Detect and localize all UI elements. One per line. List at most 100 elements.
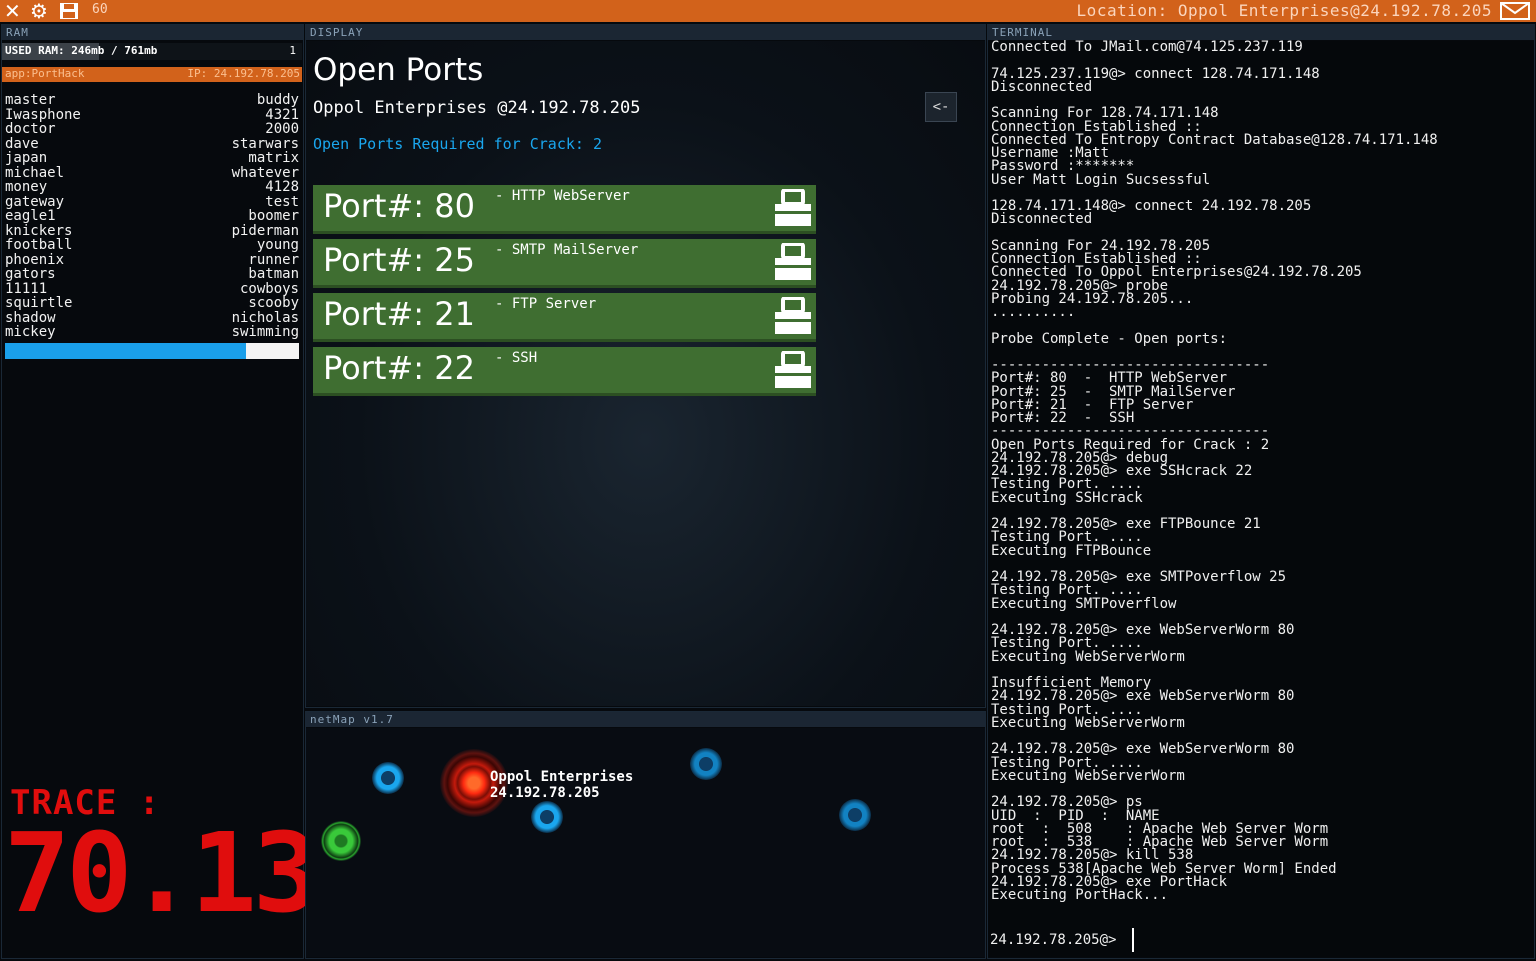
password-left: gateway (5, 193, 65, 210)
app-ip: IP: 24.192.78.205 (187, 67, 300, 80)
display-panel (305, 24, 986, 708)
terminal-line: Probing 24.192.78.205... (991, 290, 1194, 307)
terminal-line: 24.192.78.205@> kill 538 (991, 847, 1194, 864)
password-right: swimming (231, 324, 299, 340)
display-title: Open Ports (313, 52, 484, 88)
crack-progress-bar (5, 343, 299, 359)
port-row[interactable]: Port#: 80- HTTP WebServer (313, 185, 816, 234)
password-left: michael (5, 164, 65, 181)
netmap-node[interactable] (531, 801, 563, 833)
terminal-line: 24.192.78.205@> exe SSHcrack 22 (991, 463, 1253, 479)
gear-icon[interactable]: ⚙ (30, 0, 48, 23)
terminal-line: Connected To Entropy Contract Database@1… (991, 131, 1438, 148)
password-left: dave (5, 135, 39, 152)
terminal-line: --------------------------------- (991, 357, 1270, 373)
terminal-line: Port#: 21 - FTP Server (991, 396, 1194, 413)
password-row: gators batman (5, 267, 299, 282)
netmap-panel (305, 711, 986, 959)
port-row[interactable]: Port#: 22- SSH (313, 347, 816, 396)
netmap-area (306, 728, 985, 957)
terminal-line: 24.192.78.205@> exe FTPBounce 21 (991, 516, 1261, 532)
terminal-header: TERMINAL (988, 25, 1534, 40)
password-left: squirtle (5, 295, 73, 311)
terminal-line: root : 538 : Apache Web Server Worm (991, 834, 1329, 850)
password-right: nicholas (231, 309, 299, 326)
terminal-line: Executing FTPBounce (991, 542, 1152, 559)
netmap-node[interactable] (690, 748, 722, 780)
port-number: Port#: 80 (323, 187, 475, 225)
password-row: mickey swimming (5, 325, 299, 340)
terminal-line: .......... (991, 304, 1076, 320)
password-right: test (265, 193, 299, 210)
port-number: Port#: 21 (323, 295, 475, 333)
terminal-line: 74.125.237.119@> connect 128.74.171.148 (991, 65, 1320, 82)
top-bar: ✕ ⚙ 60 Location: Oppol Enterprises@24.19… (0, 0, 1536, 22)
password-left: gators (5, 266, 56, 282)
crack-progress-fill (5, 343, 247, 359)
back-button[interactable]: <- (925, 92, 957, 122)
password-left: football (5, 237, 73, 253)
netmap-target-node[interactable] (440, 749, 508, 817)
password-left: doctor (5, 121, 56, 137)
port-number: Port#: 22 (323, 349, 475, 387)
unlocked-lock-icon (775, 243, 811, 280)
mail-icon[interactable] (1500, 2, 1530, 20)
password-row: doctor 2000 (5, 122, 299, 137)
terminal-line: Testing Port. .... (991, 701, 1143, 718)
terminal-line: Executing PortHack... (991, 887, 1169, 903)
save-icon[interactable] (58, 2, 80, 20)
ram-process-count: 1 (289, 44, 296, 57)
terminal-line: 24.192.78.205@> exe PortHack (991, 873, 1228, 890)
terminal-line: Executing WebServerWorm (991, 714, 1185, 731)
terminal-line: Disconnected (991, 78, 1093, 95)
netmap-node[interactable] (839, 799, 871, 831)
trace-value: 70.13 (4, 809, 319, 937)
ports-required-label: Open Ports Required for Crack: 2 (313, 135, 602, 153)
password-left: mickey (5, 324, 56, 340)
port-row[interactable]: Port#: 21 - FTP Server (313, 293, 816, 342)
ram-usage-fill (2, 43, 99, 60)
terminal-line: Connection Established :: (991, 251, 1202, 267)
unlocked-lock-icon (775, 297, 811, 334)
display-host: Oppol Enterprises @24.192.78.205 (313, 98, 641, 118)
port-row[interactable]: Port#: 25- SMTP MailServer (313, 239, 816, 288)
terminal-line: 24.192.78.205@> exe SMTPoverflow 25 (991, 569, 1287, 585)
terminal-line: Connection Established :: (991, 118, 1202, 135)
netmap-node[interactable] (372, 762, 404, 794)
terminal-line: Port#: 80 - HTTP WebServer (991, 370, 1228, 387)
password-right: runner (248, 251, 299, 268)
terminal-panel (987, 24, 1535, 959)
terminal-line: UID : PID : NAME (991, 807, 1160, 824)
password-left: master (5, 92, 56, 108)
password-row: gateway test (5, 193, 299, 210)
password-right: 4321 (265, 106, 299, 123)
port-service: - SMTP MailServer (495, 242, 639, 258)
netmap-home-node[interactable] (318, 818, 364, 864)
password-right: batman (248, 266, 299, 282)
display-header: DISPLAY (306, 25, 985, 40)
trace-label: TRACE : (10, 783, 161, 823)
close-icon[interactable]: ✕ (4, 0, 21, 23)
terminal-line: Executing WebServerWorm (991, 648, 1185, 665)
unlocked-lock-icon (775, 189, 811, 226)
terminal-prompt[interactable]: 24.192.78.205@> (990, 932, 1117, 948)
password-right: 2000 (265, 121, 299, 137)
terminal-line: Connected To Oppol Enterprises@24.192.78… (991, 264, 1362, 281)
terminal-line: 24.192.78.205@> probe (991, 277, 1169, 294)
port-service: - FTP Server (495, 296, 597, 312)
terminal-line: Username :Matt (991, 145, 1110, 161)
terminal-line: 24.192.78.205@> exe WebServerWorm 80 (991, 622, 1295, 638)
